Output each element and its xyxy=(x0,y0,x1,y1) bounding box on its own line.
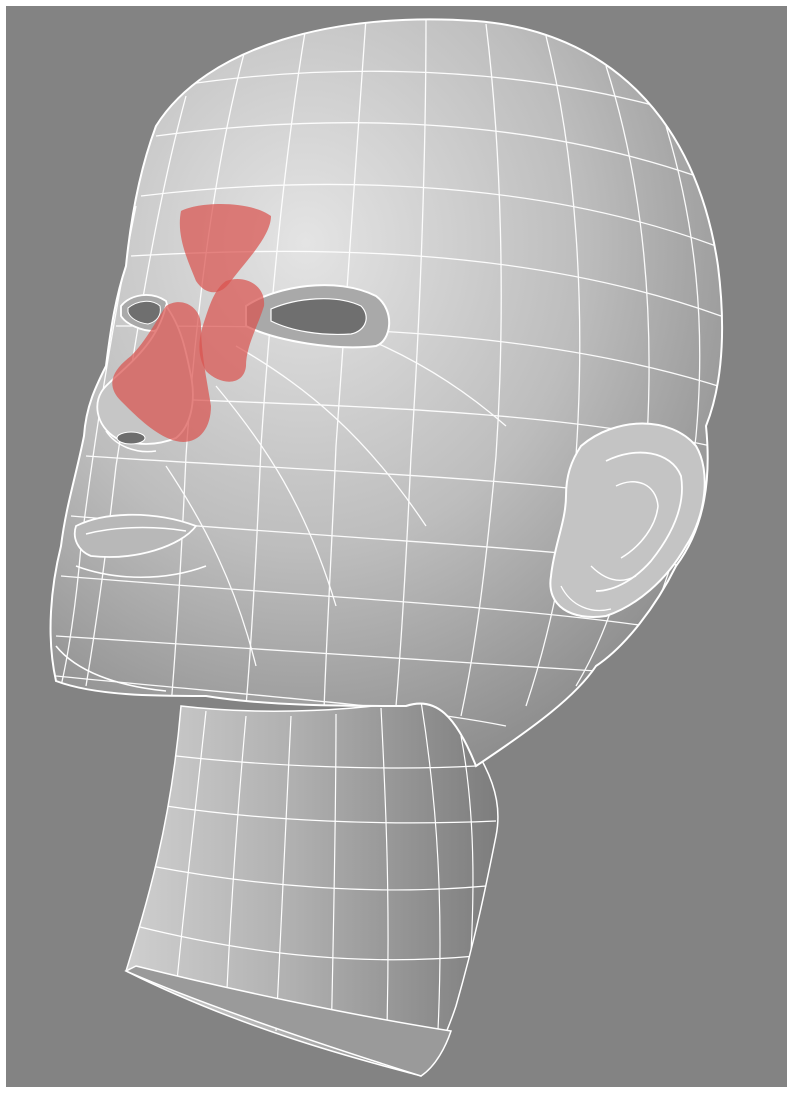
3d-viewport xyxy=(6,6,787,1087)
head-render xyxy=(6,6,787,1087)
